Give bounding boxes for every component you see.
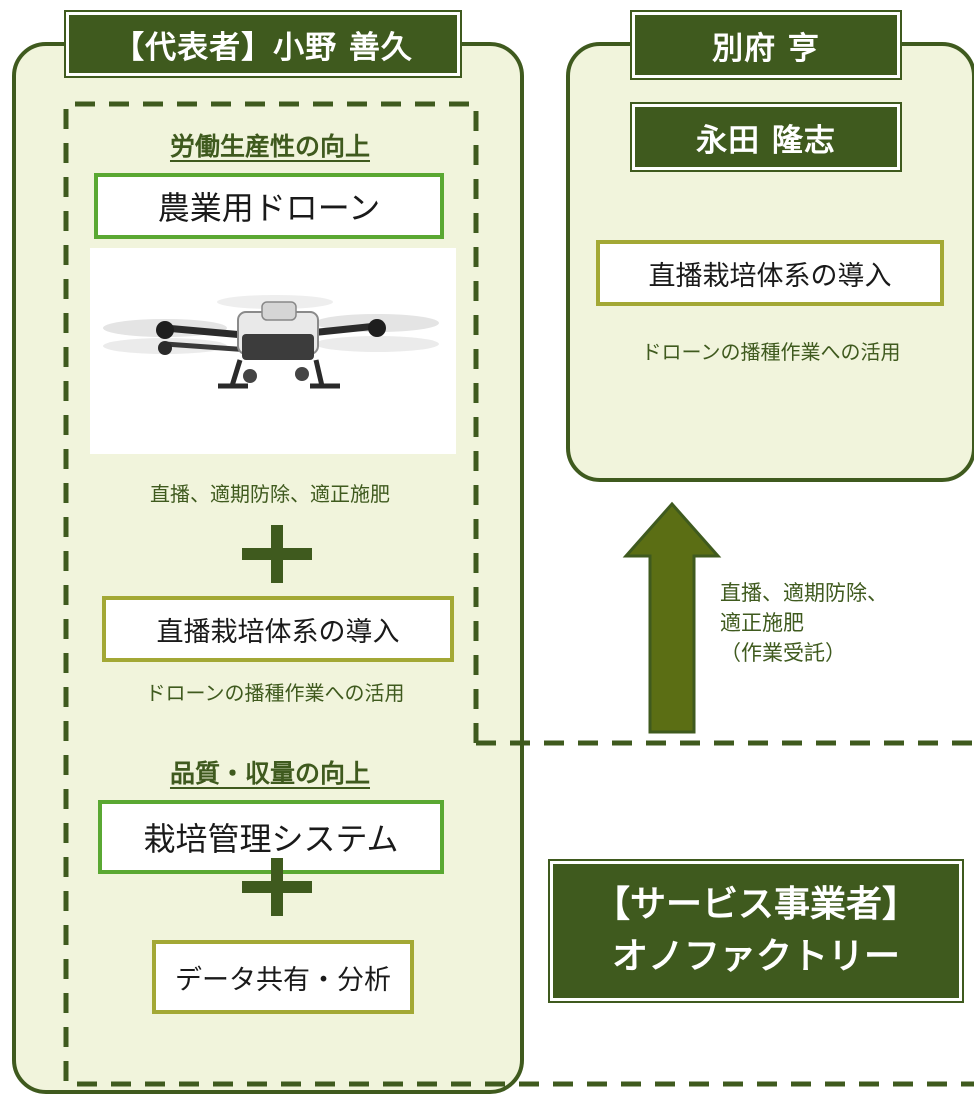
service-provider-line1: 【サービス事業者】 — [593, 884, 918, 925]
member-title-nagata: 永田 隆志 — [630, 102, 902, 172]
plus-icon — [242, 858, 312, 916]
section-title-quality: 品質・収量の向上 — [169, 759, 370, 788]
data-sharing-box-label: データ共有・分析 — [175, 964, 391, 996]
arrow-label-line3: （作業受託） — [720, 641, 846, 665]
drone-box: 農業用ドローン — [94, 173, 444, 239]
right-direct-seeding-box-label: 直播栽培体系の導入 — [648, 260, 892, 292]
right-direct-seeding-box: 直播栽培体系の導入 — [596, 240, 944, 306]
arrow-label: 直播、適期防除、 適正施肥 （作業受託） — [720, 578, 970, 668]
cultivation-management-box-label: 栽培管理システム — [143, 820, 399, 858]
up-arrow-icon — [622, 501, 722, 734]
section-title-productivity: 労働生産性の向上 — [169, 132, 370, 161]
arrow-label-line2: 適正施肥 — [720, 611, 804, 635]
agricultural-drone-image — [90, 248, 456, 454]
drone-icon — [103, 295, 439, 389]
data-sharing-box: データ共有・分析 — [152, 940, 414, 1014]
service-provider-title: 【サービス事業者】 オノファクトリー — [548, 859, 964, 1003]
direct-seeding-box-label: 直播栽培体系の導入 — [156, 616, 400, 648]
representative-title-text: 【代表者】小野 善久 — [113, 29, 413, 66]
service-provider-line2: オノファクトリー — [611, 936, 900, 977]
member-title-beppu: 別府 亨 — [630, 10, 902, 80]
representative-title: 【代表者】小野 善久 — [64, 10, 462, 78]
plus-icon — [242, 525, 312, 583]
right-direct-seeding-note: ドローンの播種作業への活用 — [641, 340, 901, 364]
member-title-nagata-text: 永田 隆志 — [696, 122, 836, 159]
direct-seeding-box: 直播栽培体系の導入 — [102, 596, 454, 662]
drone-note: 直播、適期防除、適正施肥 — [150, 482, 390, 506]
member-title-beppu-text: 別府 亨 — [712, 30, 820, 67]
direct-seeding-note: ドローンの播種作業への活用 — [145, 681, 405, 705]
drone-box-label: 農業用ドローン — [157, 189, 381, 227]
arrow-label-line1: 直播、適期防除、 — [720, 581, 888, 605]
